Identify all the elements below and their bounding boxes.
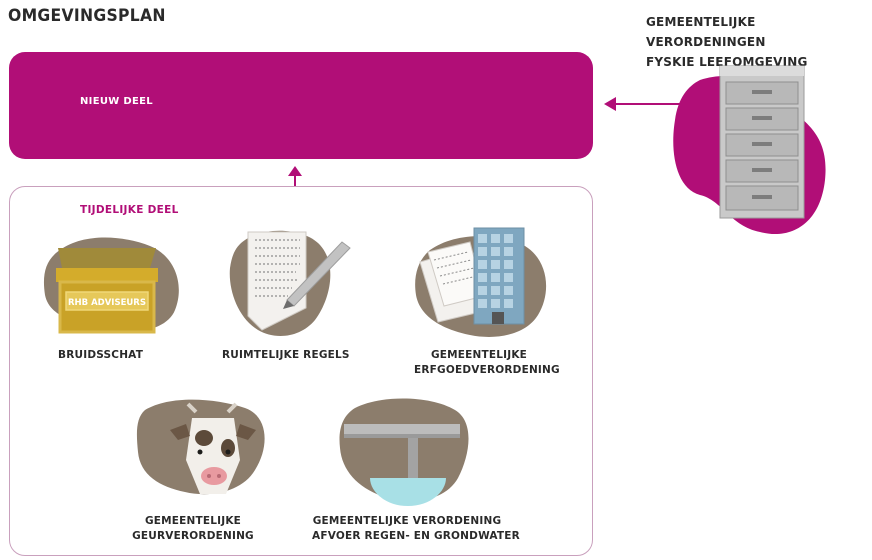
external-title-line1: GEMEENTELIJKE VERORDENINGEN (646, 15, 766, 49)
caption-ruimtelijke-regels: RUIMTELIJKE REGELS (222, 349, 350, 361)
caption-bruidsschat: BRUIDSSCHAT (58, 349, 144, 361)
temporary-part-label: TIJDELIJKE DEEL (80, 204, 179, 216)
arrow-up-icon (288, 166, 302, 186)
document-pen-icon (229, 230, 351, 336)
caption-erfgoedverordening: GEMEENTELIJKE ERFGOEDVERORDENING (414, 348, 560, 378)
drainage-icon (339, 398, 469, 506)
documents-building-icon (415, 227, 547, 337)
caption-geurverordening: GEMEENTELIJKE GEURVERORDENING (128, 514, 258, 544)
cow-icon (136, 399, 265, 495)
page-title: OMGEVINGSPLAN (8, 6, 166, 26)
temporary-part-box (9, 186, 593, 556)
box-text: RHB ADVISEURS (68, 298, 146, 308)
caption-erfgoed-line2: ERFGOEDVERORDENING (414, 364, 560, 376)
arrow-left-icon (604, 97, 690, 111)
new-part-label: NIEUW DEEL (80, 96, 153, 107)
caption-geur-line1: GEMEENTELIJKE (144, 515, 242, 527)
caption-water-line2: AFVOER REGEN- EN GRONDWATER (312, 530, 520, 542)
caption-water-line1: GEMEENTELIJKE VERORDENING (312, 515, 502, 527)
filing-cabinet-icon (673, 65, 826, 235)
treasure-box-icon: RHB ADVISEURS (43, 237, 179, 334)
caption-afvoer-regenwater: GEMEENTELIJKE VERORDENING AFVOER REGEN- … (312, 514, 520, 544)
caption-geur-line2: GEURVERORDENING (132, 530, 254, 542)
new-part-box (9, 52, 593, 159)
caption-erfgoed-line1: GEMEENTELIJKE (430, 349, 528, 361)
